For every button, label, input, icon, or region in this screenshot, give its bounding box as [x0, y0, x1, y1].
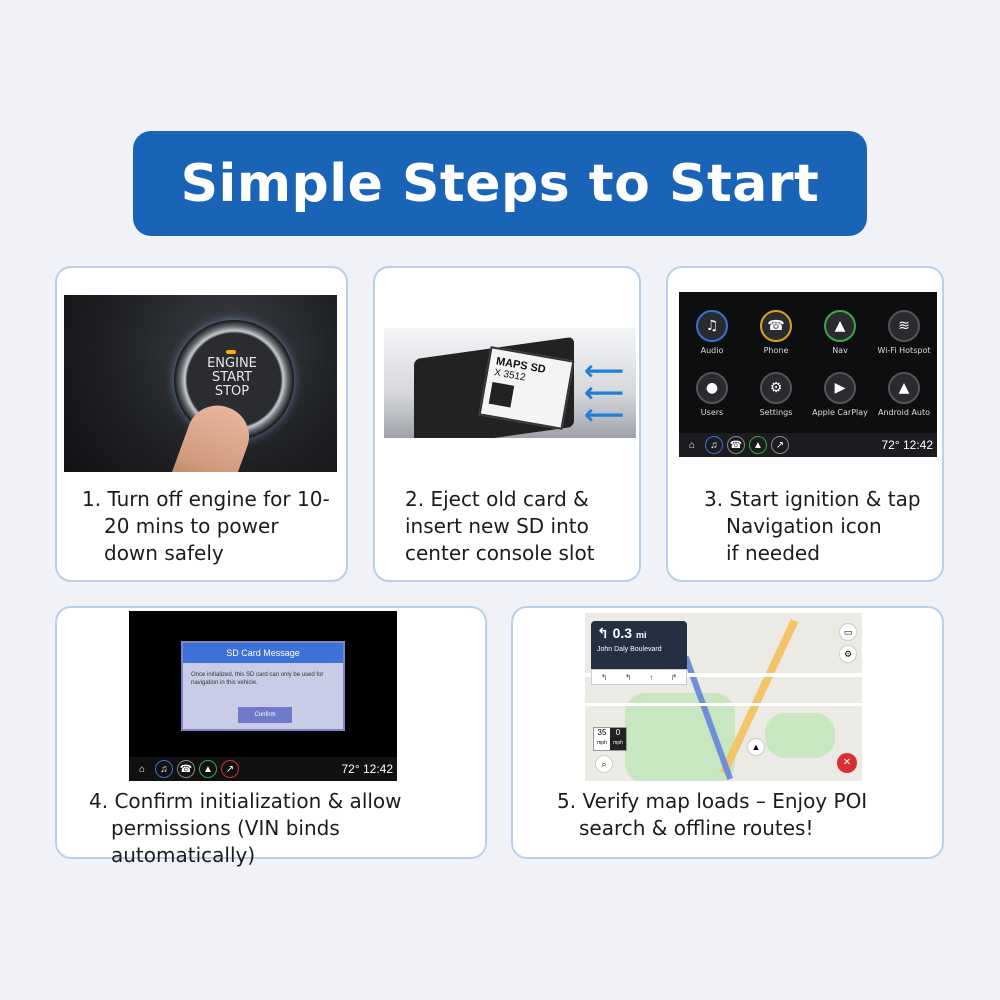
step-caption-3: 3. Start ignition & tap Navigation icon … — [704, 487, 921, 565]
wifi-icon: ≋ — [888, 310, 920, 342]
step-card-4: SD Card Message Once initialized, this S… — [55, 606, 487, 867]
step-card-2: MAPS SD X 3512 ⟵ ⟵ ⟵ 2. Eject old card &… — [373, 266, 641, 582]
confirm-screen: SD Card Message Once initialized, this S… — [129, 611, 397, 781]
home-icon[interactable]: ⌂ — [138, 763, 146, 775]
confirm-button[interactable]: Confirm — [238, 707, 292, 723]
dialog-title: SD Card Message — [183, 643, 343, 663]
lane-guidance: ↰↰↑↱ — [591, 669, 687, 685]
phone-icon[interactable]: ☎ — [177, 760, 195, 778]
engine-led — [226, 350, 236, 354]
app-phone[interactable]: ☎Phone — [747, 310, 805, 355]
gear-icon[interactable]: ⚙ — [839, 645, 857, 663]
gear-icon: ⚙ — [760, 372, 792, 404]
status-bar: ⌂ ♫ ☎ ▲ ↗ 72° 12:42 — [129, 757, 397, 781]
step-card-1: ENGINE START STOP 1. Turn off engine for… — [55, 266, 348, 582]
engine-button-image: ENGINE START STOP — [64, 295, 337, 472]
chat-icon[interactable]: ▭ — [839, 623, 857, 641]
title-banner: Simple Steps to Start — [133, 131, 867, 236]
nav-arrow-icon[interactable]: ▲ — [199, 760, 217, 778]
android-auto-icon: ▲ — [888, 372, 920, 404]
step-caption-5: 5. Verify map loads – Enjoy POI search &… — [557, 789, 868, 840]
phone-icon[interactable]: ☎ — [727, 436, 745, 454]
app-nav[interactable]: ▲Nav — [811, 310, 869, 355]
sd-card-image: MAPS SD X 3512 ⟵ ⟵ ⟵ — [384, 328, 636, 438]
step-caption-1: 1. Turn off engine for 10- 20 mins to po… — [82, 487, 330, 565]
app-wifi-hotspot[interactable]: ≋Wi-Fi Hotspot — [875, 310, 933, 355]
road — [585, 703, 862, 706]
music-note-icon[interactable]: ♫ — [705, 436, 723, 454]
turn-instruction: ↰ 0.3 mi John Daly Boulevard — [591, 621, 687, 675]
music-note-icon: ♫ — [696, 310, 728, 342]
phone-icon: ☎ — [760, 310, 792, 342]
route-icon[interactable]: ↗ — [771, 436, 789, 454]
close-icon[interactable]: ✕ — [837, 753, 857, 773]
route-icon[interactable]: ↗ — [221, 760, 239, 778]
app-users[interactable]: ●Users — [683, 372, 741, 417]
step-caption-4: 4. Confirm initialization & allow permis… — [89, 789, 402, 867]
search-icon[interactable]: ⌕ — [595, 755, 613, 773]
app-audio[interactable]: ♫Audio — [683, 310, 741, 355]
status-bar: ⌂ ♫ ☎ ▲ ↗ 72° 12:42 — [679, 433, 937, 457]
car-home-screen: ♫Audio ☎Phone ▲Nav ≋Wi-Fi Hotspot ●Users… — [679, 292, 937, 457]
park-area — [625, 693, 735, 781]
park-area — [765, 713, 835, 758]
insert-arrow-icon: ⟵ — [584, 399, 625, 430]
user-icon: ● — [696, 372, 728, 404]
app-settings[interactable]: ⚙Settings — [747, 372, 805, 417]
step-card-3: ♫Audio ☎Phone ▲Nav ≋Wi-Fi Hotspot ●Users… — [666, 266, 944, 582]
temp-time: 72° 12:42 — [341, 762, 393, 776]
carplay-icon: ▶ — [824, 372, 856, 404]
engine-label: ENGINE START STOP — [207, 356, 257, 399]
insert-arrow-icon: ⟵ — [584, 355, 625, 386]
app-apple-carplay[interactable]: ▶Apple CarPlay — [811, 372, 869, 417]
home-icon[interactable]: ⌂ — [688, 439, 696, 451]
nav-arrow-icon[interactable]: ▲ — [749, 436, 767, 454]
street-name: John Daly Boulevard — [597, 646, 662, 653]
page-title: Simple Steps to Start — [180, 153, 820, 214]
qr-code-icon — [488, 382, 515, 408]
position-arrow-icon: ▲ — [747, 738, 765, 756]
road — [585, 673, 862, 677]
music-note-icon[interactable]: ♫ — [155, 760, 173, 778]
insert-arrow-icon: ⟵ — [584, 377, 625, 408]
app-android-auto[interactable]: ▲Android Auto — [875, 372, 933, 417]
step-caption-2: 2. Eject old card & insert new SD into c… — [405, 487, 595, 565]
dialog-body: Once initialized, this SD card can only … — [191, 672, 324, 686]
nav-arrow-icon: ▲ — [824, 310, 856, 342]
sd-card-dialog: SD Card Message Once initialized, this S… — [181, 641, 345, 731]
sd-card: MAPS SD X 3512 — [478, 346, 575, 430]
turn-left-icon: ↰ — [597, 625, 609, 641]
temp-time: 72° 12:42 — [881, 438, 933, 452]
